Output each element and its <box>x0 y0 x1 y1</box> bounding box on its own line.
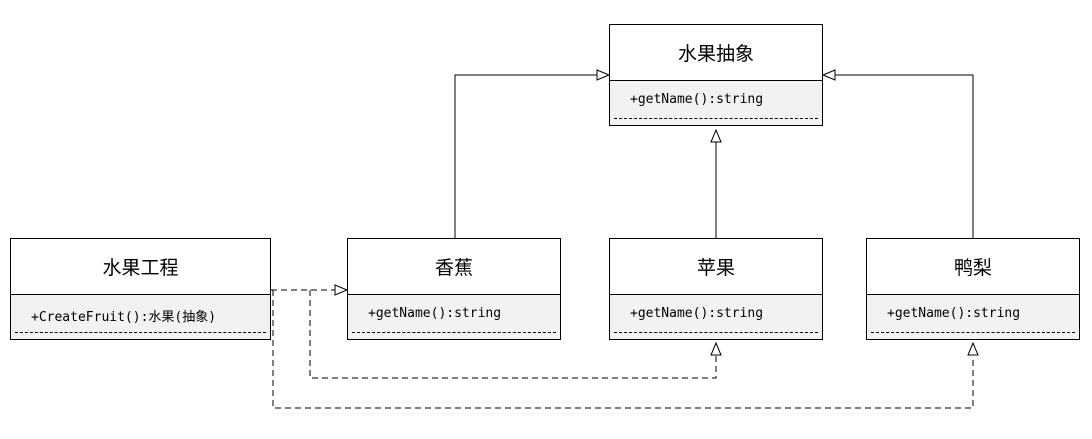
class-name: 鸭梨 <box>867 239 1079 295</box>
method-signature: +getName():string <box>630 306 764 321</box>
inheritance-arrowhead-apple <box>710 128 722 143</box>
class-pear[interactable]: 鸭梨 +getName():string <box>866 238 1080 340</box>
class-fruit-factory[interactable]: 水果工程 +CreateFruit():水果(抽象) <box>10 238 271 340</box>
inheritance-line-banana <box>454 74 597 238</box>
class-methods: +getName():string <box>610 295 822 339</box>
class-banana[interactable]: 香蕉 +getName():string <box>347 238 561 340</box>
method-signature: +getName():string <box>630 92 764 107</box>
dependency-arrowhead-pear <box>967 341 979 356</box>
method-signature: +getName():string <box>887 306 1021 321</box>
section-divider <box>614 118 818 119</box>
inheritance-arrowhead-pear <box>821 69 836 81</box>
method-signature: +CreateFruit():水果(抽象) <box>31 310 217 325</box>
class-fruit-abstract[interactable]: 水果抽象 +getName():string <box>609 24 823 126</box>
method-signature: +getName():string <box>368 306 502 321</box>
class-name: 香蕉 <box>348 239 560 295</box>
class-name: 水果抽象 <box>610 25 822 81</box>
dependency-line-apple <box>309 290 717 379</box>
class-methods: +getName():string <box>610 81 822 125</box>
section-divider <box>871 332 1075 333</box>
class-methods: +getName():string <box>867 295 1079 339</box>
inheritance-line-pear <box>835 74 974 238</box>
section-divider <box>15 332 266 333</box>
class-name: 水果工程 <box>11 239 270 295</box>
dependency-arrowhead-apple <box>710 341 722 356</box>
class-methods: +getName():string <box>348 295 560 339</box>
class-name: 苹果 <box>610 239 822 295</box>
class-apple[interactable]: 苹果 +getName():string <box>609 238 823 340</box>
dependency-arrowhead-banana <box>334 284 349 296</box>
dependency-line-pear <box>272 290 974 409</box>
section-divider <box>614 332 818 333</box>
section-divider <box>352 332 556 333</box>
inheritance-arrowhead-banana <box>596 69 611 81</box>
class-methods: +CreateFruit():水果(抽象) <box>11 295 270 339</box>
